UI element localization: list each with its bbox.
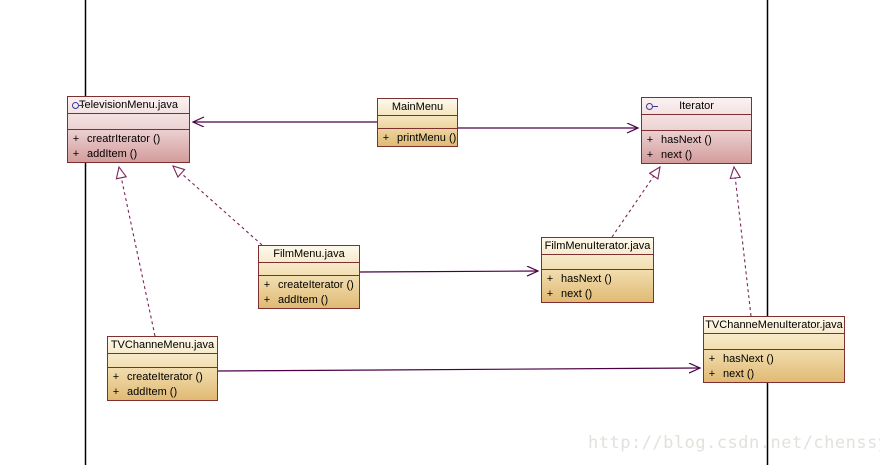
realization-filmmenu-to-televisionmenu: [172, 165, 263, 246]
class-box-tv-channe-menu: TVChanneMenu.java + createIterator () + ad…: [107, 336, 218, 401]
method-row: + addItem (): [259, 293, 359, 308]
method-signature: next (): [561, 288, 593, 300]
class-title: TelevisionMenu.java: [78, 99, 179, 111]
visibility-marker: +: [646, 134, 654, 146]
methods-compartment: + printMenu (): [378, 128, 457, 146]
class-header: TVChanneMenu.java: [108, 337, 217, 354]
visibility-marker: +: [72, 133, 80, 145]
method-row: + hasNext (): [704, 352, 844, 367]
class-title: TVChanneMenu.java: [110, 339, 215, 351]
class-header: TVChanneMenuIterator.java: [704, 317, 844, 334]
interface-lollipop-icon: [646, 102, 658, 110]
method-row: + printMenu (): [378, 131, 457, 146]
method-signature: addItem (): [87, 148, 138, 160]
class-header: FilmMenu.java: [259, 246, 359, 263]
attributes-compartment: [68, 114, 189, 129]
class-box-film-menu: FilmMenu.java + createIterator () + addIte…: [258, 245, 360, 309]
class-header: MainMenu: [378, 99, 457, 116]
class-box-television-menu: TelevisionMenu.java + creatrIterator () +…: [67, 96, 190, 163]
method-row: + next (): [542, 287, 653, 302]
method-signature: next (): [723, 368, 755, 380]
visibility-marker: +: [708, 353, 716, 365]
method-signature: hasNext (): [723, 353, 774, 365]
methods-compartment: + hasNext () + next (): [542, 269, 653, 302]
visibility-marker: +: [112, 386, 120, 398]
visibility-marker: +: [646, 149, 654, 161]
attributes-compartment: [642, 115, 751, 130]
class-header: Iterator: [642, 98, 751, 115]
visibility-marker: +: [546, 288, 554, 300]
class-box-iterator: Iterator + hasNext () + next (): [641, 97, 752, 164]
attributes-compartment: [542, 255, 653, 269]
methods-compartment: + hasNext () + next (): [642, 130, 751, 163]
attributes-compartment: [378, 116, 457, 128]
method-signature: hasNext (): [561, 273, 612, 285]
visibility-marker: +: [263, 294, 271, 306]
realization-tvchannemenu-to-televisionmenu: [115, 165, 156, 337]
method-signature: printMenu (): [397, 132, 457, 144]
interface-lollipop-icon: [72, 101, 84, 109]
class-title: MainMenu: [391, 101, 444, 113]
attributes-compartment: [704, 334, 844, 349]
method-signature: createIterator (): [127, 371, 203, 383]
visibility-marker: +: [72, 148, 80, 160]
methods-compartment: + createIterator () + addItem (): [259, 275, 359, 308]
realization-filmmenuiterator-to-iterator: [611, 165, 661, 238]
method-row: + next (): [642, 148, 751, 163]
association-tvchannemenu-to-tvchannemenuiterator: [217, 368, 700, 371]
method-row: + creatrIterator (): [68, 132, 189, 147]
method-signature: hasNext (): [661, 134, 712, 146]
attributes-compartment: [108, 354, 217, 367]
method-row: + hasNext (): [542, 272, 653, 287]
class-title: TVChanneMenuIterator.java: [705, 319, 843, 331]
method-row: + hasNext (): [642, 133, 751, 148]
watermark: http://blog.csdn.net/chenssy: [588, 433, 880, 453]
class-title: FilmMenu.java: [273, 248, 345, 260]
method-signature: addItem (): [127, 386, 178, 398]
methods-compartment: + creatrIterator () + addItem (): [68, 129, 189, 162]
methods-compartment: + createIterator () + addItem (): [108, 367, 217, 400]
attributes-compartment: [259, 263, 359, 275]
class-title: FilmMenuIterator.java: [544, 240, 651, 252]
method-signature: creatrIterator (): [87, 133, 161, 145]
visibility-marker: +: [112, 371, 120, 383]
class-box-tv-channe-menu-iterator: TVChanneMenuIterator.java + hasNext () + n…: [703, 316, 845, 383]
class-box-film-menu-iterator: FilmMenuIterator.java + hasNext () + next …: [541, 237, 654, 303]
method-row: + createIterator (): [108, 370, 217, 385]
class-title: Iterator: [679, 100, 714, 112]
method-row: + addItem (): [108, 385, 217, 400]
realization-tvchannemenuiterator-to-iterator: [729, 165, 752, 317]
method-row: + addItem (): [68, 147, 189, 162]
method-signature: addItem (): [278, 294, 329, 306]
visibility-marker: +: [546, 273, 554, 285]
class-box-main-menu: MainMenu + printMenu (): [377, 98, 458, 147]
class-header: FilmMenuIterator.java: [542, 238, 653, 255]
visibility-marker: +: [708, 368, 716, 380]
class-header: TelevisionMenu.java: [68, 97, 189, 114]
method-signature: next (): [661, 149, 693, 161]
method-row: + next (): [704, 367, 844, 382]
methods-compartment: + hasNext () + next (): [704, 349, 844, 382]
visibility-marker: +: [382, 132, 390, 144]
method-row: + createIterator (): [259, 278, 359, 293]
visibility-marker: +: [263, 279, 271, 291]
association-filmmenu-to-filmmenuiterator: [359, 271, 538, 272]
method-signature: createIterator (): [278, 279, 354, 291]
